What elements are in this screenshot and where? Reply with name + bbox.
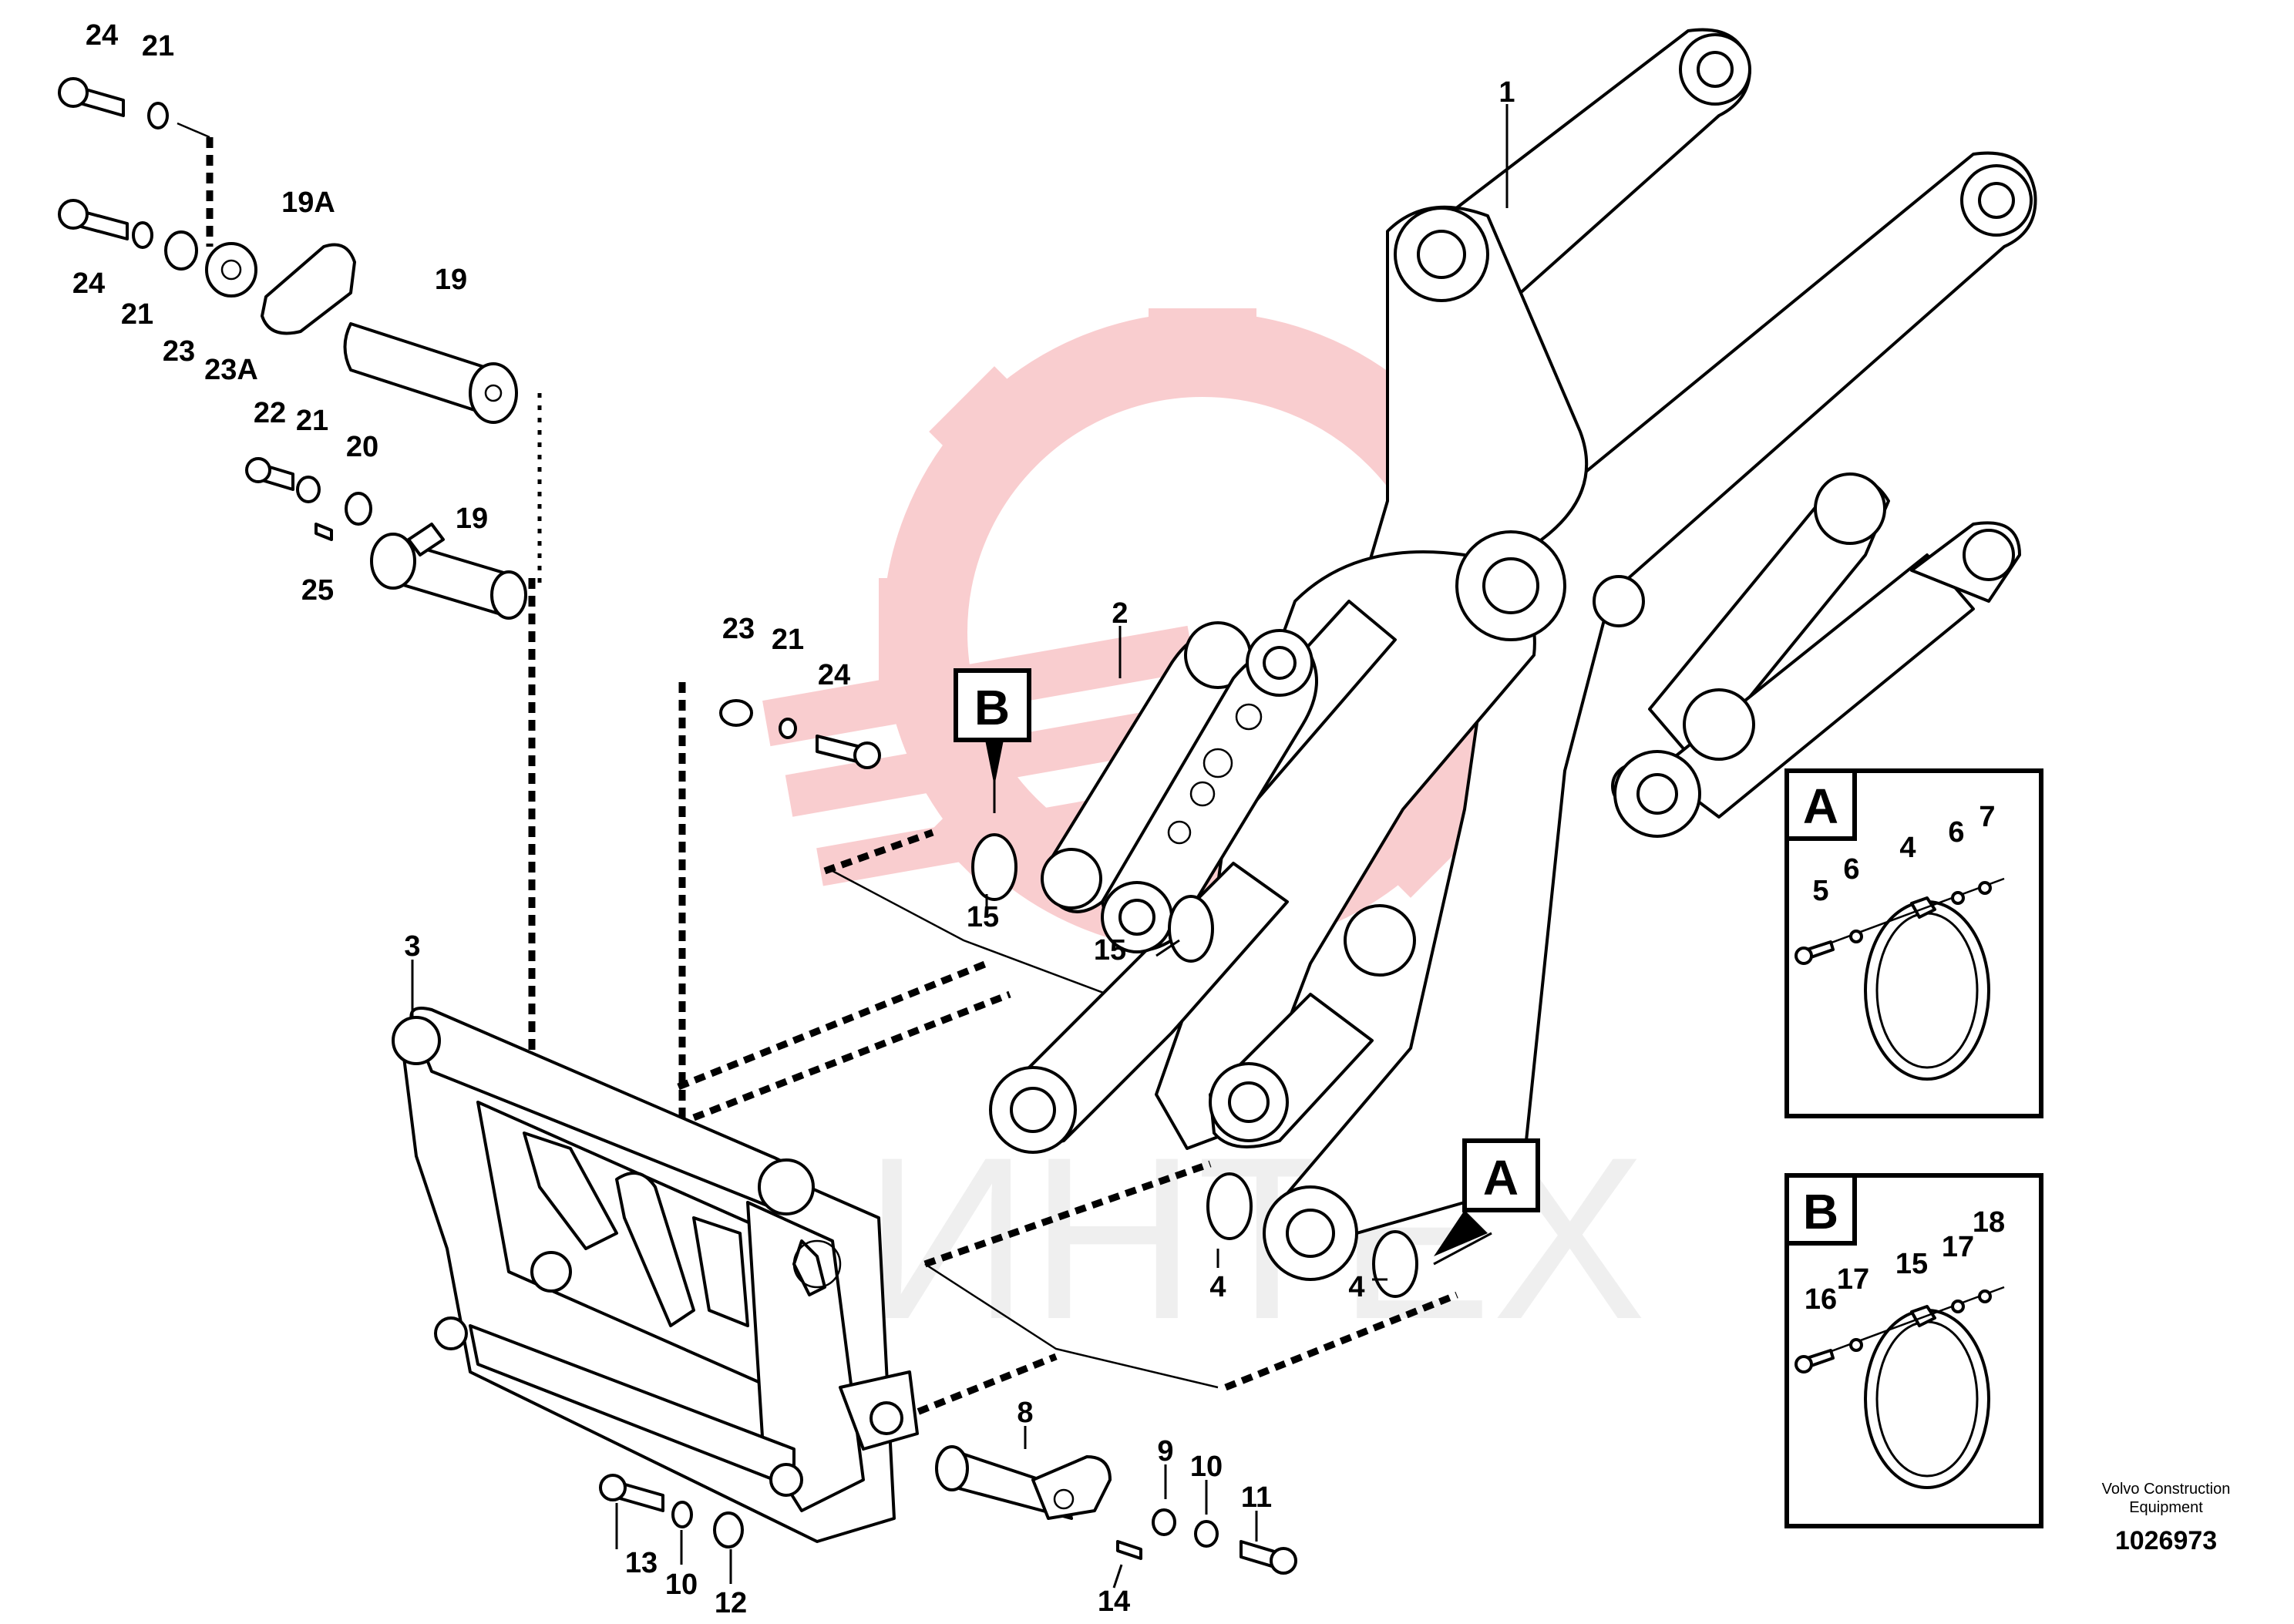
callout-label: 4 [1348,1271,1364,1303]
callout-label: 19 [435,264,467,296]
callout-label: 22 [254,397,286,429]
circlips [971,833,1418,1298]
assembly-lines [177,122,1458,1535]
detail-b-label: 16 [1805,1283,1837,1316]
callout-label: 4 [1209,1271,1226,1303]
leader-lines [411,104,1509,1589]
callout-label: 13 [625,1547,658,1579]
callout-label: 23A [204,354,258,386]
detail-a-label: 6 [1948,816,1964,849]
document-number: 1026973 [2115,1526,2217,1555]
callout-label: 24 [72,267,105,300]
callout-label: 20 [346,431,378,463]
detail-b-label: 15 [1895,1248,1928,1280]
detail-a-title: A [1803,778,1838,834]
callout-label: 21 [142,30,174,62]
pin-hardware-lower [599,1445,1297,1575]
detail-b-label: 18 [1973,1206,2005,1239]
detail-a-label: 5 [1812,875,1828,907]
callout-label: 9 [1157,1435,1173,1468]
callout-label: 21 [772,624,804,656]
pin-hardware-upper [58,77,527,620]
detail-b-panel: B 16 17 15 17 18 [1784,1173,2043,1528]
callout-label: 10 [665,1569,698,1601]
credit-block: Volvo Construction Equipment 1026973 [2102,1481,2231,1555]
callout-label: 24 [818,659,850,691]
detail-a-label: 6 [1843,853,1859,886]
credit-line-1: Volvo Construction [2102,1481,2231,1498]
callout-labels: 24 21 24 21 23 23A 19A 19 22 21 20 25 19… [72,19,1515,1619]
callout-label: 19A [281,187,335,219]
ref-marker-a: A [1462,1138,1540,1212]
callout-label: 8 [1017,1397,1033,1429]
quick-coupler-frame [392,1007,919,1543]
detail-a-label: 4 [1899,832,1916,864]
callout-label: 2 [1112,597,1128,630]
credit-line-2: Equipment [2129,1499,2203,1516]
pin-hardware-center [719,699,881,769]
callout-label: 1 [1498,76,1515,109]
detail-a-panel: A 5 6 4 6 7 [1784,768,2043,1118]
callout-label: 25 [301,574,334,607]
callout-label: 23 [163,335,195,368]
callout-label: 11 [1241,1481,1272,1514]
ref-marker-b: B [954,668,1031,742]
callout-label: 21 [296,405,328,437]
callout-label: 10 [1190,1451,1223,1483]
callout-label: 12 [715,1587,747,1619]
detail-a-label: 7 [1979,801,1995,833]
callout-label: 15 [1094,934,1126,967]
callout-label: 19 [456,503,488,535]
callout-label: 23 [722,613,755,645]
detail-b-title: B [1803,1184,1838,1239]
callout-label: 15 [967,901,999,933]
detail-b-label: 17 [1942,1231,1974,1263]
detail-b-label: 17 [1837,1263,1869,1296]
callout-label: 14 [1098,1585,1130,1618]
link-assembly [1041,621,1318,953]
callout-label: 3 [404,930,420,963]
callout-label: 21 [121,298,153,331]
ref-marker-a-label: A [1483,1150,1519,1205]
callout-label: 24 [86,19,118,52]
ref-marker-b-label: B [974,680,1010,735]
